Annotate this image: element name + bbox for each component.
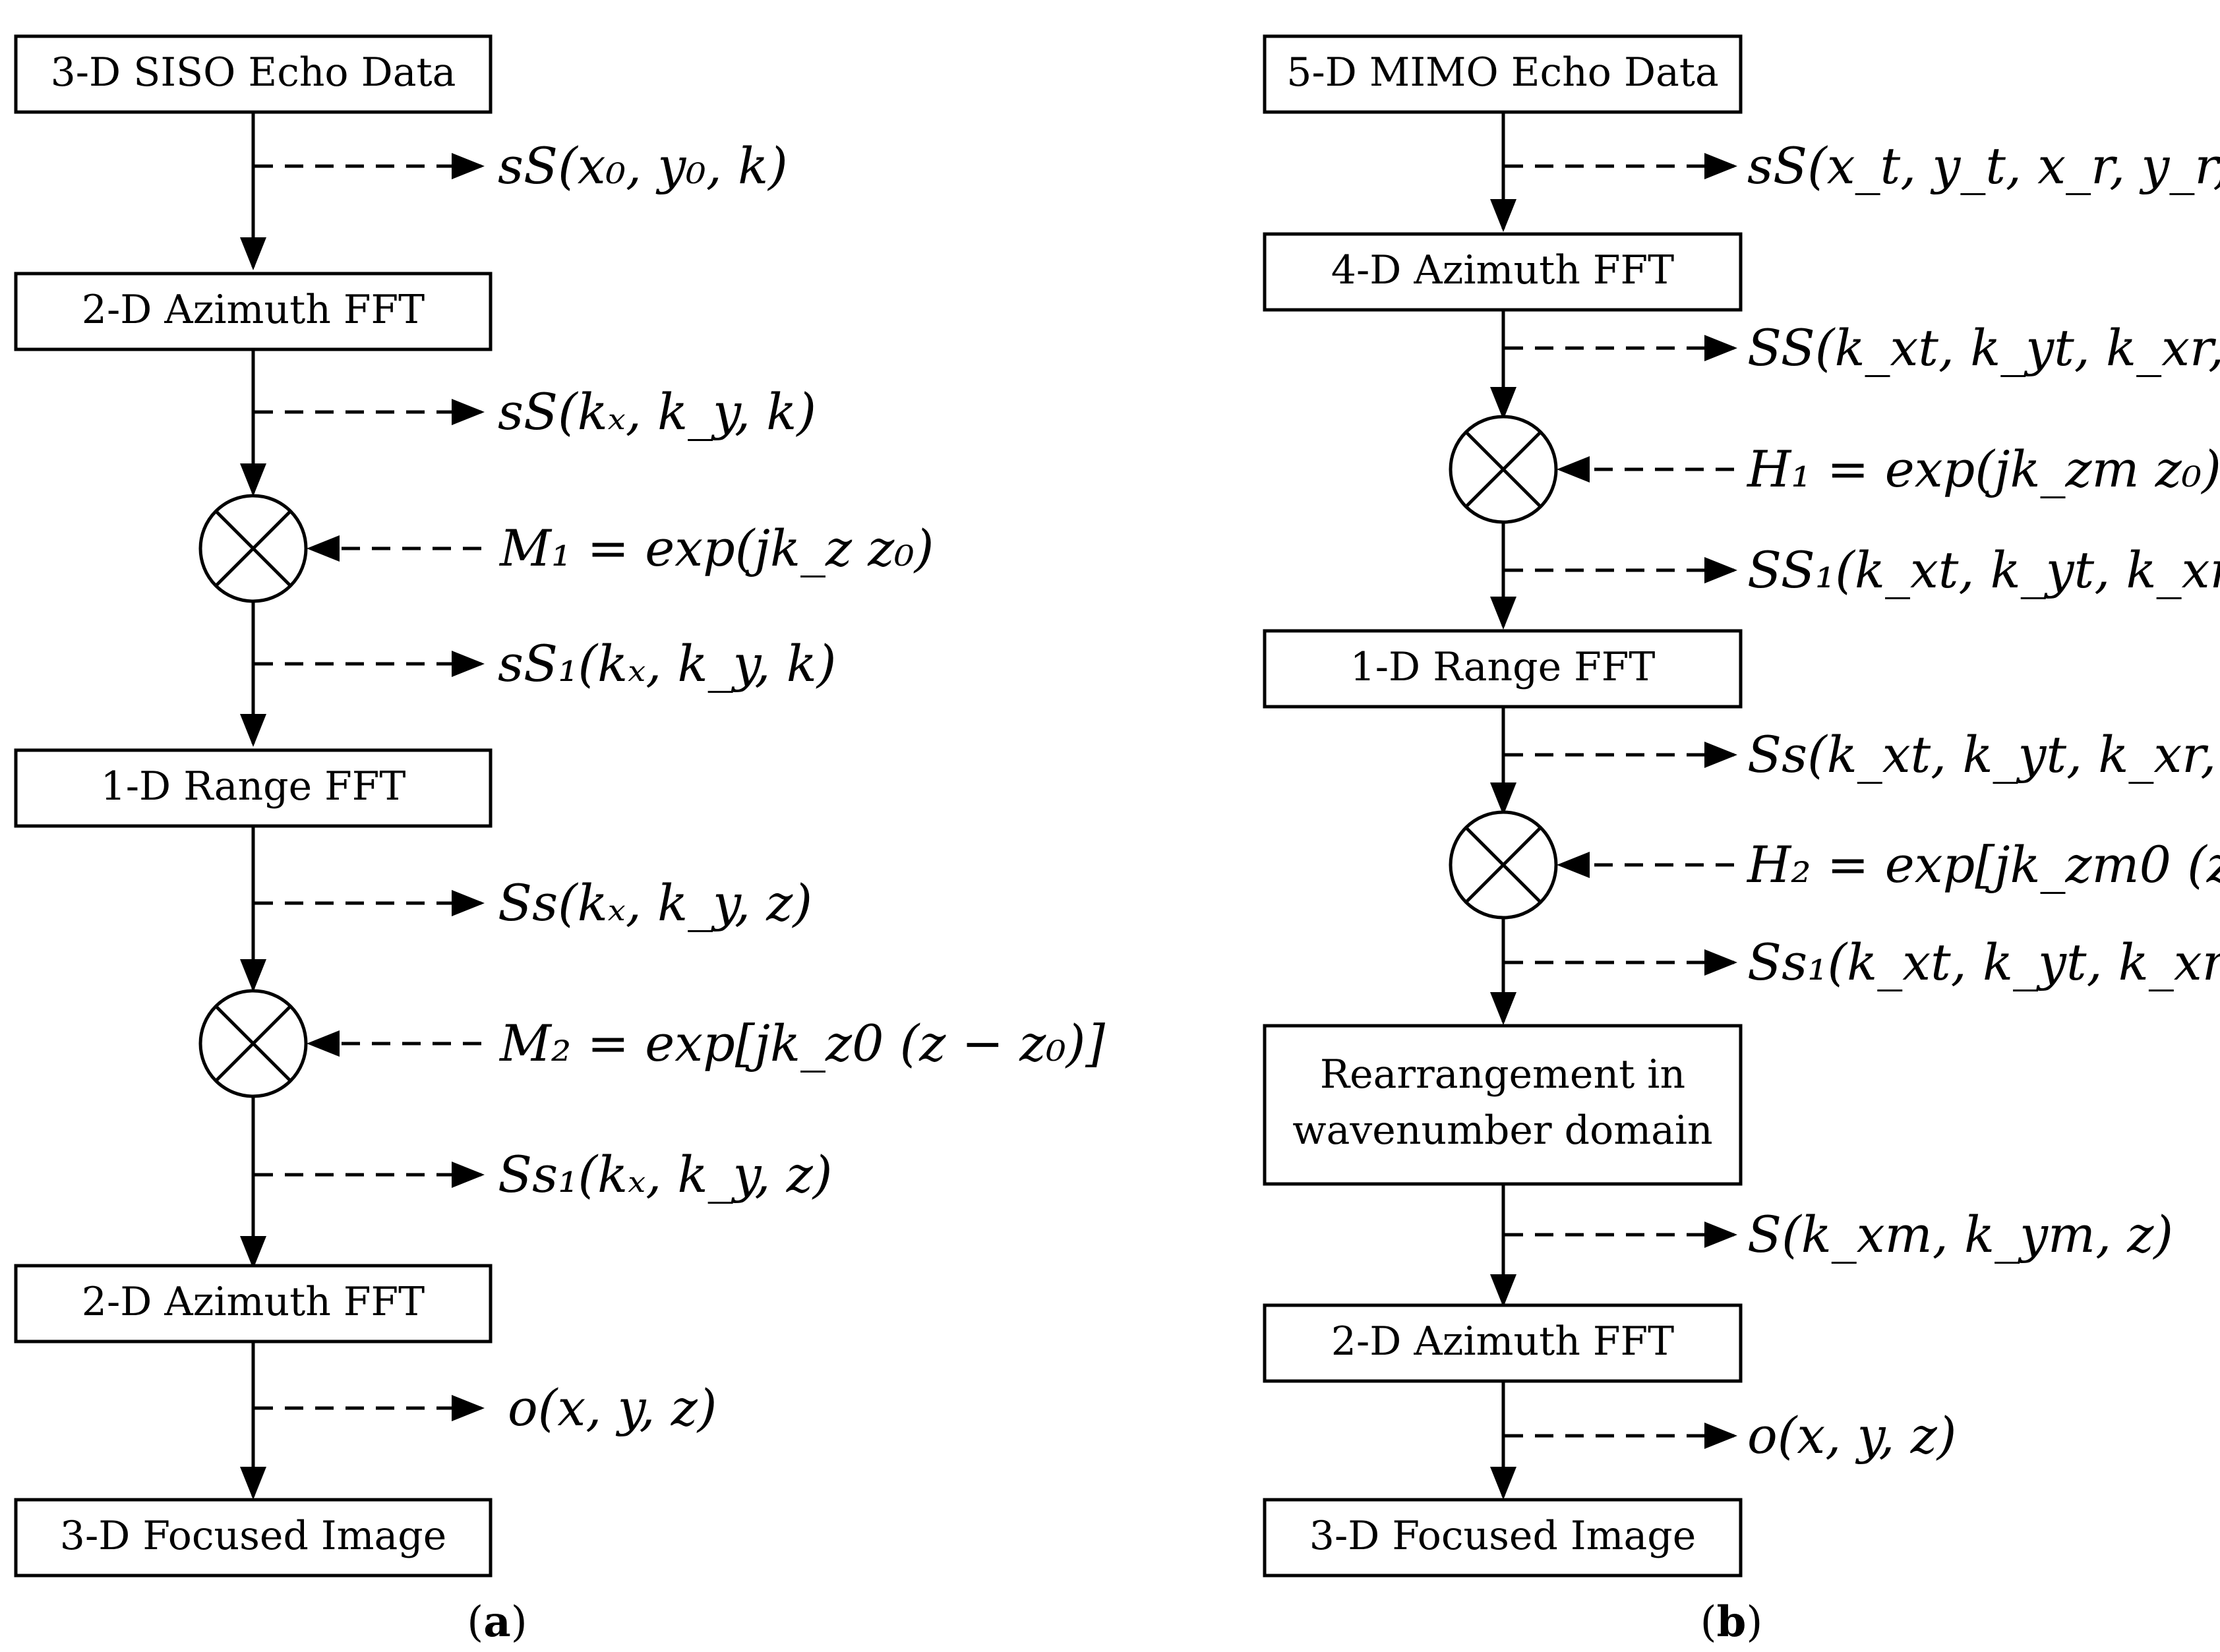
signal-label: S(k_xm, k_ym, z) xyxy=(1747,1205,2173,1264)
multiplier-label: H₁ = exp(jk_zm z₀) xyxy=(1746,440,2220,498)
box-label: 4-D Azimuth FFT xyxy=(1331,247,1674,293)
process-box: Rearrangement in wavenumber domain xyxy=(1263,1024,1743,1186)
multiplier-node xyxy=(1449,415,1558,524)
box-label: 2-D Azimuth FFT xyxy=(82,1279,425,1325)
panel-caption: (a) xyxy=(467,1597,527,1647)
box-label: 3-D SISO Echo Data xyxy=(51,49,456,96)
box-label: 1-D Range FFT xyxy=(101,763,406,810)
signal-label: o(x, y, z) xyxy=(1747,1406,1956,1465)
process-box: 2-D Azimuth FFT xyxy=(14,272,493,351)
process-box: 5-D MIMO Echo Data xyxy=(1263,34,1743,114)
panel-a: 3-D SISO Echo Data 2-D Azimuth FFT 1-D R… xyxy=(14,34,1105,1647)
multiplier-node xyxy=(198,494,308,603)
box-label: 5-D MIMO Echo Data xyxy=(1286,49,1718,96)
multiplier-label: M₁ = exp(jk_z z₀) xyxy=(498,519,934,577)
signal-label: sS(x₀, y₀, k) xyxy=(498,136,788,195)
signal-label: Ss₁(k_xt, k_yt, k_xr, k_yr, z) xyxy=(1747,933,2220,991)
box-label: Rearrangement in xyxy=(1320,1051,1685,1098)
signal-label: Ss₁(kₓ, k_y, z) xyxy=(498,1145,832,1204)
panel-b: 5-D MIMO Echo Data 4-D Azimuth FFT 1-D R… xyxy=(1263,34,2220,1647)
signal-label: SS(k_xt, k_yt, k_xr, k_yr, k) xyxy=(1747,318,2220,377)
process-box: 4-D Azimuth FFT xyxy=(1263,232,1743,312)
signal-label: Ss(k_xt, k_yt, k_xr, k_yr, z) xyxy=(1747,725,2220,784)
process-box: 3-D Focused Image xyxy=(14,1498,493,1578)
box-label: 3-D Focused Image xyxy=(1309,1513,1696,1559)
signal-label: o(x, y, z) xyxy=(508,1378,717,1437)
process-box: 3-D SISO Echo Data xyxy=(14,34,493,114)
multiplier-node xyxy=(198,989,308,1098)
process-box: 1-D Range FFT xyxy=(1263,629,1743,709)
signal-label: sS₁(kₓ, k_y, k) xyxy=(498,634,836,693)
process-box: 1-D Range FFT xyxy=(14,748,493,828)
process-box: 2-D Azimuth FFT xyxy=(14,1264,493,1343)
signal-label: sS(x_t, y_t, x_r, y_r, k) xyxy=(1747,136,2220,195)
signal-label: Ss(kₓ, k_y, z) xyxy=(498,873,812,932)
panel-caption: (b) xyxy=(1700,1597,1763,1647)
box-label: 2-D Azimuth FFT xyxy=(82,287,425,333)
box-label: wavenumber domain xyxy=(1292,1107,1712,1154)
box-label: 2-D Azimuth FFT xyxy=(1331,1318,1674,1365)
multiplier-label: M₂ = exp[jk_z0 (z − z₀)] xyxy=(498,1014,1105,1073)
signal-label: sS(kₓ, k_y, k) xyxy=(498,382,816,441)
signal-label: SS₁(k_xt, k_yt, k_xr, k_yr, k) xyxy=(1747,541,2220,599)
multiplier-node xyxy=(1449,810,1558,920)
multiplier-label: H₂ = exp[jk_zm0 (z − z₀)] xyxy=(1746,835,2220,894)
process-box: 2-D Azimuth FFT xyxy=(1263,1303,1743,1383)
box-label: 1-D Range FFT xyxy=(1350,644,1656,690)
box-label: 3-D Focused Image xyxy=(60,1513,446,1559)
process-box: 3-D Focused Image xyxy=(1263,1498,1743,1578)
